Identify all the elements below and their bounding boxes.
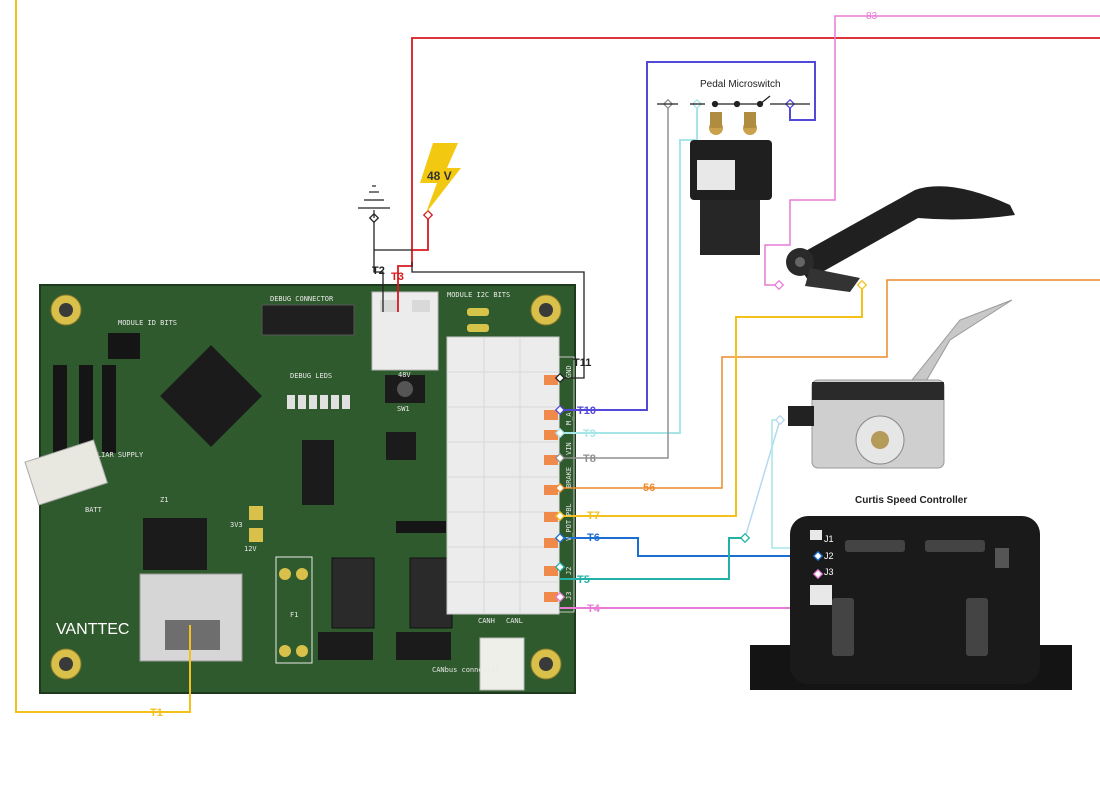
terminal-t11-label: T11 [573,357,591,369]
v48-label: 48V [398,371,411,379]
j3-label: J3 [824,567,834,577]
z1-label: Z1 [160,496,168,504]
wire-56-label: 56 [643,482,655,494]
terminal-levers [544,375,558,602]
debug-leds-label: DEBUG LEDS [290,372,332,380]
wire-t1 [15,0,191,713]
j2-label: J2 [824,551,834,561]
wire-83-label: 83 [866,11,878,22]
debug-connector [261,304,355,336]
throttle-pedal [788,299,1013,469]
wire-56 [560,279,1100,489]
wire-t7 [560,285,863,517]
canbus-label: CANbus connector [432,666,499,674]
controller-pcb: DEBUG CONNECTOR MODULE ID BITS AUXILIAR … [24,284,576,694]
mosfet-1 [331,557,375,629]
terminal-t9-label: T9 [583,428,596,440]
wire-t8 [560,104,669,459]
pcb-terminal-label: V_POT [565,519,573,541]
wire-83 [764,15,1100,286]
pcb-terminal-label: J3 [565,592,573,600]
wire-t10 [560,61,816,411]
auxiliar-supply-label: AUXILIAR SUPPLY [80,451,144,459]
pcb-terminal-label: BRAKE [565,467,573,488]
ground-symbol [358,185,390,218]
lightning-bolt-icon [420,143,461,213]
gnd-header [53,365,67,453]
j1-label: J1 [824,534,834,544]
terminal-t2-label: T2 [372,265,385,277]
pins-header [79,365,93,453]
mosfet-2 [409,557,453,629]
fuse-holder [275,556,313,664]
terminal-t5-label: T5 [577,574,590,586]
terminal-t7-label: T7 [587,510,600,522]
sw1-label: SW1 [397,405,410,413]
canh-label: CANH [478,617,495,625]
terminal-t3-label: T3 [391,271,404,283]
regulator-q [302,440,334,505]
pedal-microswitch-label: Pedal Microswitch [700,79,781,90]
v3v3-label: 3V3 [230,521,243,529]
canl-label: CANL [506,617,523,625]
u2-chip [386,432,416,460]
canbus-connector [479,637,525,691]
debug-connector-label: DEBUG CONNECTOR [270,295,334,303]
batt-connector [24,439,108,506]
module-id-header [108,333,140,359]
terminal-t8-label: T8 [583,453,596,465]
ftdi-header [102,365,116,453]
regulator-u6 [143,518,207,570]
handbrake-lever [786,186,1015,292]
voltage-label: 48 V [427,169,452,183]
module-id-label: MODULE ID BITS [118,319,177,327]
pcb-terminal-label: PBL [565,503,573,516]
terminal-t10-label: T10 [577,405,596,417]
module-i2c-label: MODULE I2C BITS [447,291,510,299]
wire-t2-gnd [373,218,384,312]
pcb-terminal-label: J2 [565,567,573,575]
v12-label: 12V [244,545,257,553]
terminal-t1-label: T1 [150,707,163,719]
contactor-relay [690,112,772,255]
pcb-terminal-label: VIN [565,442,573,455]
terminal-t6-label: T6 [587,532,600,544]
brand-logo: VANTTEC [56,621,129,638]
controller-title: Curtis Speed Controller [855,495,967,506]
curtis-controller [750,516,1072,690]
pcb-terminal-label: GND [565,365,573,378]
pedal-microswitch [657,95,810,108]
pcb-terminal-label: M_A [565,412,573,425]
terminal-block [446,336,560,615]
f1-label: F1 [290,611,298,619]
terminal-t4-label: T4 [587,603,601,615]
wire-t5 [560,537,745,580]
batt-label: BATT [85,506,103,514]
mcu-chip [160,345,262,447]
wire-t9 [560,104,698,434]
debug-leds [287,395,350,409]
wire-t11 [411,262,585,379]
